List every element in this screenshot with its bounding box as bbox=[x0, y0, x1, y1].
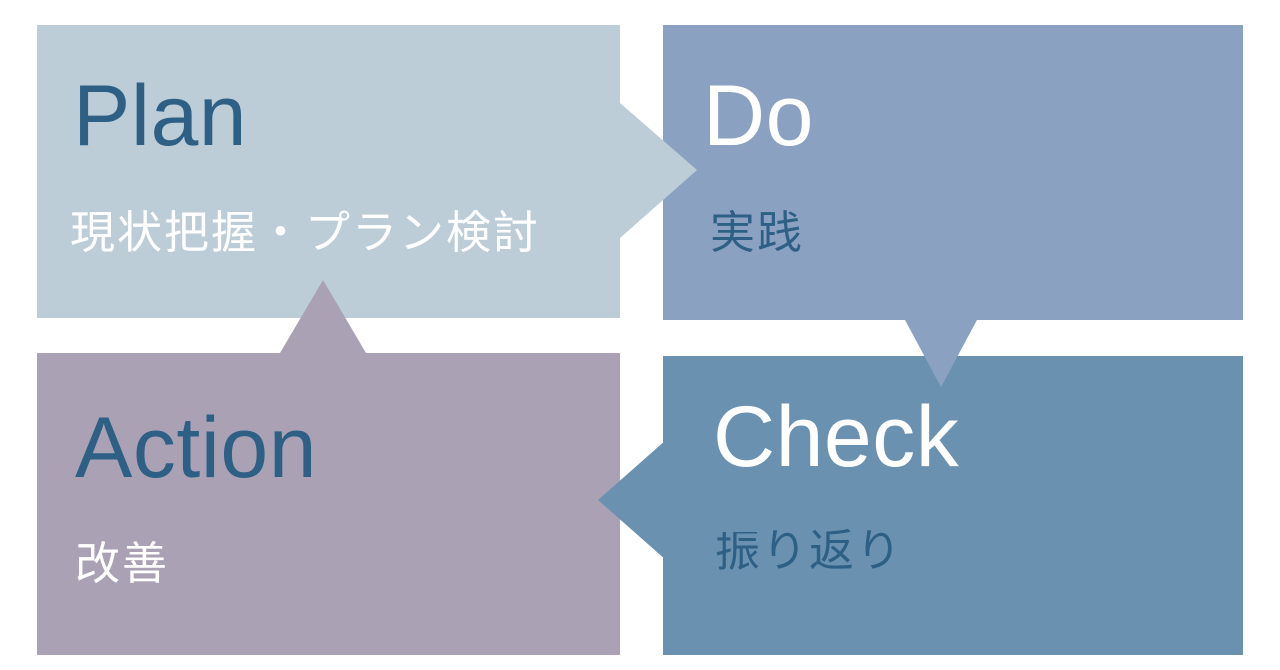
arrow-plan-to-do-shape bbox=[525, 103, 697, 238]
arrow-down-icon-do-to-check bbox=[905, 250, 977, 387]
arrow-up-icon-action-to-plan bbox=[280, 280, 366, 420]
arrow-action-to-plan-shape bbox=[280, 280, 366, 420]
quadrant-plan-title: Plan bbox=[73, 68, 248, 164]
quadrant-do-subtitle: 実践 bbox=[710, 207, 805, 258]
quadrant-action-subtitle: 改善 bbox=[75, 538, 170, 589]
arrow-do-to-check-shape bbox=[905, 250, 977, 387]
arrow-right-icon-plan-to-do bbox=[525, 103, 697, 238]
arrow-left-icon-check-to-action bbox=[598, 432, 770, 568]
quadrant-do-title: Do bbox=[703, 68, 814, 164]
quadrant-plan-subtitle: 現状把握・プラン検討 bbox=[70, 207, 541, 258]
arrow-check-to-action-shape bbox=[598, 432, 770, 568]
